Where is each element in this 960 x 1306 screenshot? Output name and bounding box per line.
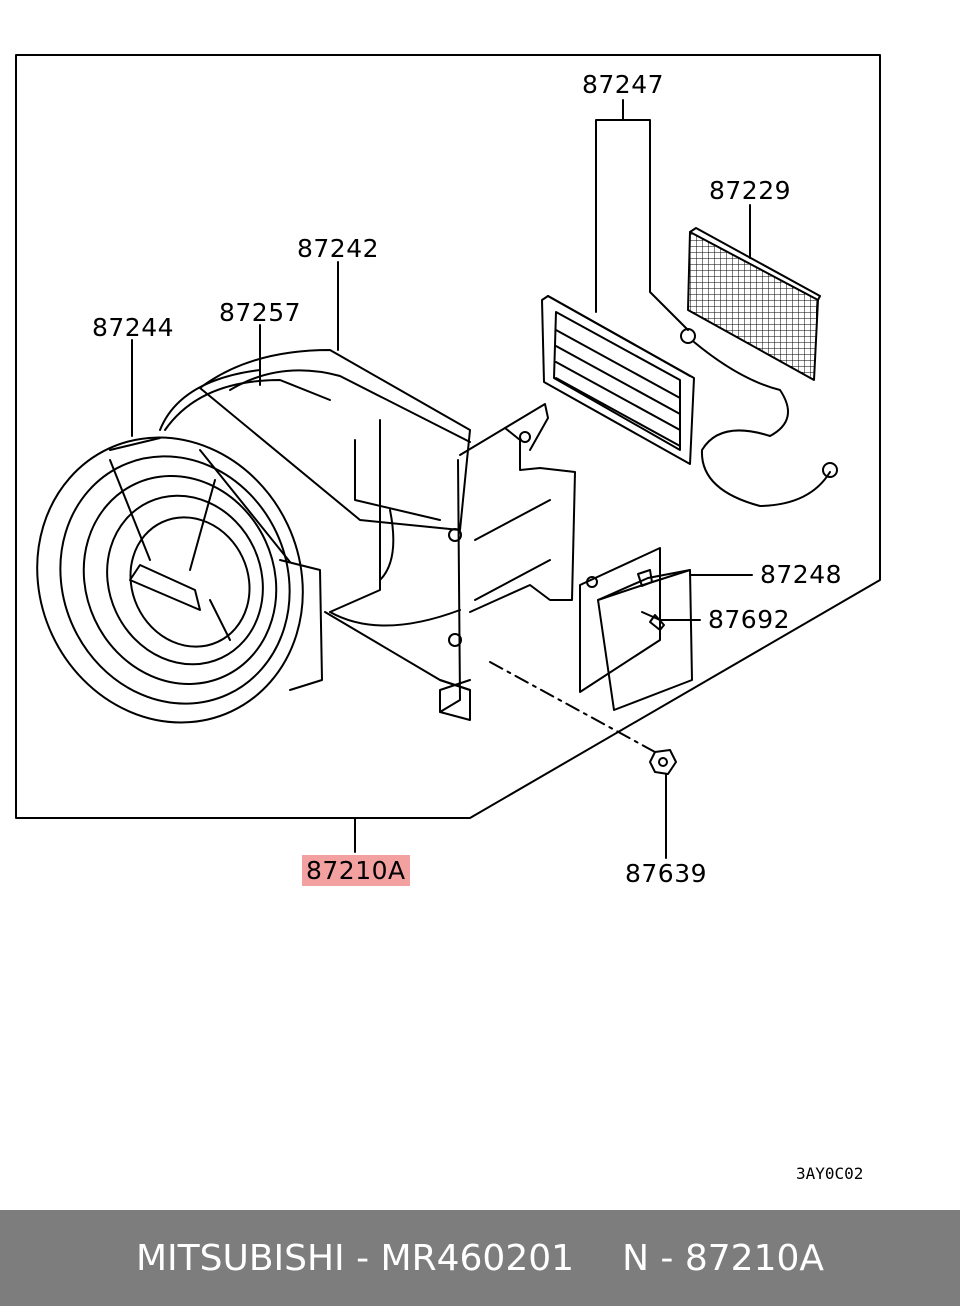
callout-87244: 87244 <box>92 313 175 342</box>
blower-housing <box>159 349 471 691</box>
filter-element <box>687 227 821 381</box>
callout-87247: 87247 <box>582 70 665 99</box>
footer-bar: MITSUBISHI - MR460201 N - 87210A <box>0 1210 960 1306</box>
seal-ring <box>164 379 331 431</box>
intake-grille <box>541 295 695 465</box>
callout-87248: 87248 <box>760 560 843 589</box>
callout-87692: 87692 <box>708 605 791 634</box>
parts-diagram: 87247 87229 87242 87257 87244 87248 8769… <box>15 54 881 1183</box>
fan-shroud <box>36 436 323 724</box>
resistor-module <box>579 547 693 711</box>
callout-87210A-highlighted: 87210A <box>302 855 410 886</box>
footer-part-number: MITSUBISHI - MR460201 <box>135 1237 575 1279</box>
callout-87229: 87229 <box>709 176 792 205</box>
callout-87257: 87257 <box>219 298 302 327</box>
duct-bracket <box>439 403 576 721</box>
assembly-frame <box>15 54 881 819</box>
leader-87247 <box>595 99 689 331</box>
footer-reference: N - 87210A <box>622 1237 825 1279</box>
callout-87639: 87639 <box>625 859 708 888</box>
dashed-leader <box>489 661 656 753</box>
nut <box>649 749 677 775</box>
screw <box>641 611 665 631</box>
callout-87242: 87242 <box>297 234 380 263</box>
diagram-code: 3AY0C02 <box>796 1164 864 1183</box>
exploded-view-drawing <box>15 54 881 859</box>
